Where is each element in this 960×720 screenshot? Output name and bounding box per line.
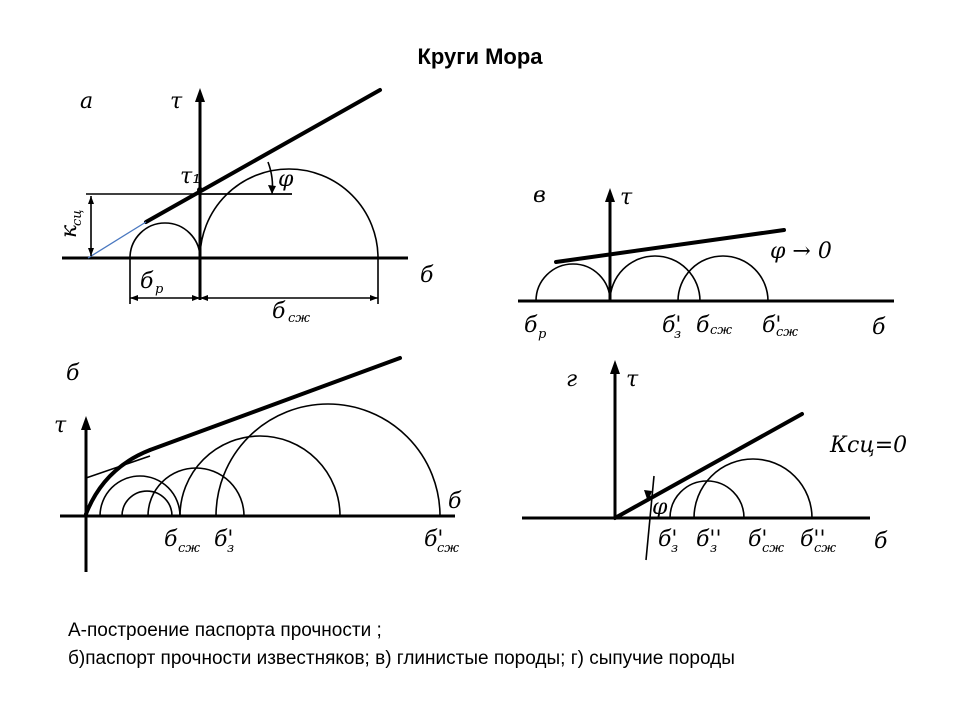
panel-a-sigma-axis-label: б (420, 263, 434, 288)
panel-a-sigma-p-sub: р (155, 282, 164, 297)
panel-a-kcc-sub: сц (70, 210, 85, 226)
panel-b-sigma-3-sub: з (227, 541, 234, 556)
panel-a-envelope (144, 88, 382, 224)
panel-b-sigma-3-label: б' (214, 527, 233, 552)
panel-b-sigma-axis-label: б (448, 489, 462, 514)
panel-v-sigma-sj2-label: б' (762, 313, 781, 338)
panel-b-letter: б (66, 361, 80, 386)
panel-v-sigma-sj-label: б (696, 313, 710, 338)
panel-b-circle-5 (215, 403, 441, 517)
panel-a-tau-arrow (195, 88, 205, 102)
panel-b-circle-2 (99, 475, 181, 517)
panel-b-envelope-extension (85, 455, 151, 479)
panel-b-tau-label: τ (54, 413, 67, 438)
panel-a-small-circle (129, 222, 201, 259)
panel-a-letter: a (80, 89, 93, 114)
panel-b-circle-4 (179, 435, 341, 517)
panel-g-circle-1 (669, 480, 745, 519)
panel-g-phi-arrow-line (645, 475, 655, 561)
panel-v-sigma-p-sub: р (538, 327, 547, 342)
panel-a-dim-arrow-3 (200, 295, 208, 301)
panel-b-circle-1 (121, 490, 173, 517)
panel-g-letter: г (566, 367, 577, 392)
panel-b-sigma-sj2-sub: сж (437, 541, 459, 556)
panel-v-circle-1 (535, 263, 611, 302)
panel-a-envelope-extension (87, 221, 147, 259)
panel-g: г τ Ксц=0 φ б' з б'' з б' сж б'' сж б (522, 360, 907, 561)
panel-g-kcc-zero-label: Ксц=0 (829, 433, 907, 458)
panel-b-sigma-sj2-label: б' (424, 527, 443, 552)
panel-b-circle-3 (147, 467, 245, 517)
panel-b-sigma-sj-sub: сж (178, 541, 200, 556)
panel-g-envelope (613, 412, 804, 520)
caption-line-2: б)паспорт прочности известняков; в) глин… (68, 648, 735, 669)
panel-g-sigma-3-sub: з (671, 541, 678, 556)
panel-g-sigma-sj-label: б' (748, 527, 767, 552)
page-title: Круги Мора (417, 44, 543, 69)
panel-g-tau-arrow (610, 360, 620, 374)
panel-v-sigma-axis-label: б (872, 315, 886, 340)
panel-v-tau-arrow (605, 188, 615, 202)
panel-v-sigma-p-label: б (524, 313, 538, 338)
panel-g-circle-2 (693, 458, 813, 519)
panel-g-sigma-sj2-label: б'' (800, 527, 826, 552)
panel-a-tau1-label: τ₁ (180, 164, 201, 189)
panel-v-circle-3 (677, 255, 769, 302)
panel-v-sigma-sj-sub: сж (710, 323, 732, 338)
panel-a-sigma-sj-label: б (272, 299, 286, 324)
panel-g-sigma-sj-sub: сж (762, 541, 784, 556)
panel-v-tau-label: τ (620, 185, 633, 210)
panel-a-sigma-sj-sub: сж (288, 311, 310, 326)
panel-a-dim-arrow-4 (370, 295, 378, 301)
panel-v-letter: в (533, 183, 546, 208)
panel-a-sigma-p-label: б (140, 269, 154, 294)
panel-v-phi-label: φ → 0 (770, 239, 832, 264)
panel-v-sigma-3-sub: з (674, 327, 681, 342)
panel-v-sigma-sj2-sub: сж (776, 325, 798, 340)
panel-b: б τ б б сж б' з б' сж (54, 356, 462, 572)
panel-a-kcc-arrow-top (88, 196, 94, 204)
panel-v-sigma-3-label: б' (662, 313, 681, 338)
panel-g-sigma-axis-label: б (874, 529, 888, 554)
caption-line-1: А-построение паспорта прочности ; (68, 620, 382, 641)
panel-a-kcc-label: к (57, 224, 82, 238)
panel-a-tau1-point (197, 187, 203, 193)
panel-g-sigma-3b-sub: з (710, 541, 717, 556)
panel-a-tau-label: τ (170, 89, 183, 114)
panel-g-sigma-3b-label: б'' (696, 527, 722, 552)
panel-g-tau-label: τ (626, 367, 639, 392)
panel-a-dim-arrow-1 (130, 295, 138, 301)
panel-a-phi-arrow (268, 185, 276, 194)
panel-a-dim-arrow-2 (192, 295, 200, 301)
panel-g-phi-arrowhead (644, 490, 652, 502)
panel-g-sigma-3-label: б' (658, 527, 677, 552)
panel-b-envelope (148, 356, 402, 452)
panel-b-envelope-curve (84, 448, 152, 516)
panel-a-large-circle (199, 168, 379, 259)
panel-a-phi-label: φ (278, 167, 294, 192)
panel-b-tau-arrow (81, 416, 91, 430)
panel-a-kcc-arrow-bottom (88, 248, 94, 256)
panel-b-sigma-sj-label: б (164, 527, 178, 552)
panel-g-sigma-sj2-sub: сж (814, 541, 836, 556)
panel-v-circle-2 (609, 255, 701, 302)
panel-v-envelope (554, 228, 786, 264)
panel-v: в τ φ → 0 б р б' з б сж б' сж б (518, 183, 894, 342)
panel-g-phi-label: φ (652, 495, 668, 520)
panel-a: a τ τ₁ φ к сц б р б сж б (57, 88, 434, 326)
